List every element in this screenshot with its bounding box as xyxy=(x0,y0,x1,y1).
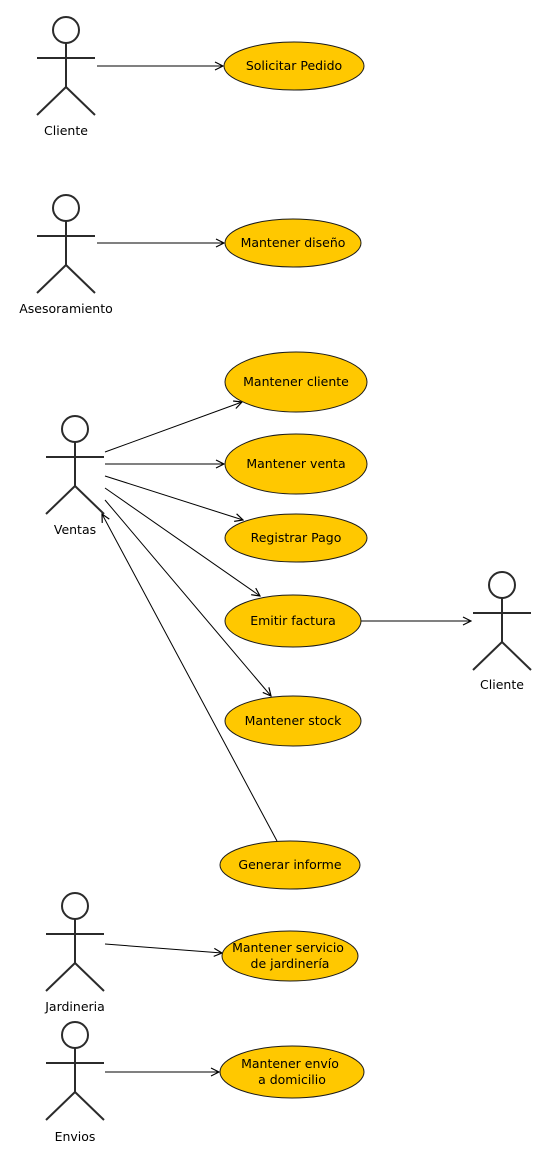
actor-head xyxy=(52,194,80,222)
actor-head xyxy=(61,892,89,920)
use-case-emitir-factura[interactable]: Emitir factura xyxy=(224,594,362,648)
actor-cliente-2: Cliente xyxy=(472,571,532,692)
use-case-ellipse xyxy=(219,840,361,890)
actor-ventas: Ventas xyxy=(45,415,105,537)
use-case-mantener-servicio[interactable]: Mantener servicio de jardinería xyxy=(221,930,359,982)
use-case-ellipse xyxy=(224,351,368,413)
use-case-label: Generar informe xyxy=(238,857,341,872)
use-case-label: Mantener servicio de jardinería xyxy=(232,940,348,971)
use-case-label: Registrar Pago xyxy=(251,530,342,545)
edge-ventas-mantener-cliente xyxy=(104,402,242,453)
actor-label: Asesoramiento xyxy=(19,301,113,316)
actor-head xyxy=(61,415,89,443)
use-case-ellipse xyxy=(224,513,368,563)
use-case-label-line-2: a domicilio xyxy=(258,1072,326,1087)
use-case-label: Emitir factura xyxy=(250,613,336,628)
use-case-label: Mantener stock xyxy=(245,713,343,728)
actor-label: Cliente xyxy=(44,123,88,138)
use-case-ellipse xyxy=(223,41,365,91)
use-case-label: Mantener cliente xyxy=(243,374,349,389)
use-case-label: Solicitar Pedido xyxy=(246,58,342,73)
actor-label: Ventas xyxy=(54,522,96,537)
use-case-label-line-1: Mantener envío xyxy=(241,1056,339,1071)
use-case-label-line-1: Mantener servicio xyxy=(232,940,344,955)
use-case-registrar-pago[interactable]: Registrar Pago xyxy=(224,513,368,563)
actor-label: Jardineria xyxy=(44,999,105,1014)
actor-cliente: Cliente xyxy=(36,16,96,138)
use-case-ellipse xyxy=(224,218,362,268)
use-case-mantener-cliente[interactable]: Mantener cliente xyxy=(224,351,368,413)
actor-head xyxy=(52,16,80,44)
actor-head xyxy=(61,1021,89,1049)
edges xyxy=(97,66,471,1072)
edge-ventas-mantener-stock xyxy=(104,499,271,696)
use-case-label-line-2: de jardinería xyxy=(251,956,330,971)
use-case-ellipse xyxy=(224,433,368,495)
use-case-mantener-diseno[interactable]: Mantener diseño xyxy=(224,218,362,268)
edge-generar-informe-ventas xyxy=(102,514,278,842)
actor-asesoramiento: Asesoramiento xyxy=(19,194,113,316)
use-case-label: Mantener envío a domicilio xyxy=(241,1056,343,1087)
use-case-ellipse xyxy=(224,594,362,648)
edge-jardineria-mantener-servicio xyxy=(104,943,222,953)
actor-envios: Envios xyxy=(45,1021,105,1144)
actor-jardineria: Jardineria xyxy=(44,892,105,1014)
actor-head xyxy=(488,571,516,599)
use-case-mantener-stock[interactable]: Mantener stock xyxy=(224,695,362,747)
use-case-solicitar-pedido[interactable]: Solicitar Pedido xyxy=(223,41,365,91)
use-case-ellipse xyxy=(224,695,362,747)
edge-ventas-emitir-factura xyxy=(104,487,260,596)
edge-ventas-registrar-pago xyxy=(104,475,243,520)
use-case-mantener-envio[interactable]: Mantener envío a domicilio xyxy=(219,1045,365,1099)
actor-label: Cliente xyxy=(480,677,524,692)
actor-label: Envios xyxy=(55,1129,96,1144)
use-case-generar-informe[interactable]: Generar informe xyxy=(219,840,361,890)
use-case-mantener-venta[interactable]: Mantener venta xyxy=(224,433,368,495)
use-case-ellipse xyxy=(221,930,359,982)
use-case-ellipse xyxy=(219,1045,365,1099)
use-case-label: Mantener venta xyxy=(246,456,345,471)
use-case-label: Mantener diseño xyxy=(241,235,346,250)
